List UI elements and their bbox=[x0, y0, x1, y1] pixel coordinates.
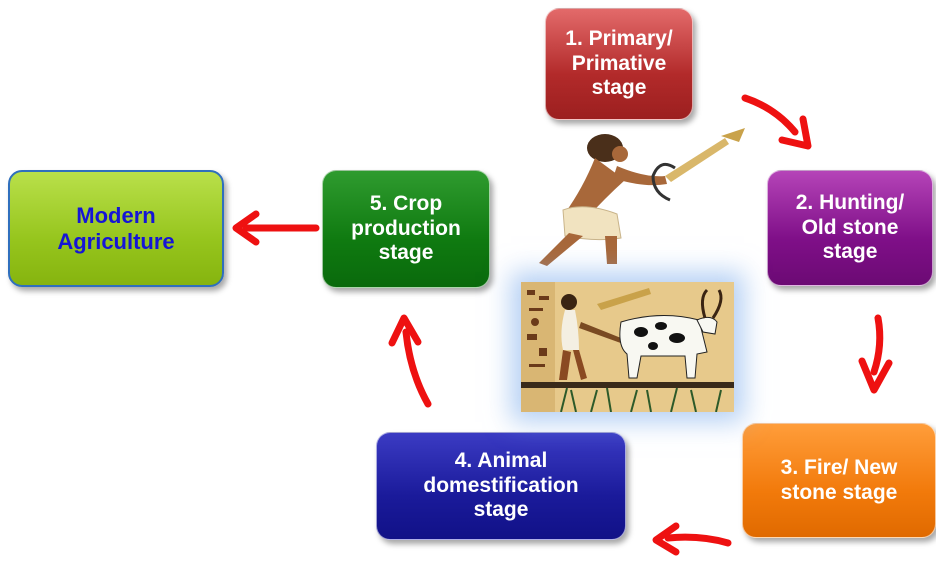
modern-agriculture-box: Modern Agriculture bbox=[8, 170, 224, 287]
modern-agriculture-label: Modern Agriculture bbox=[57, 202, 175, 254]
arrow-3-to-4-head bbox=[652, 522, 680, 556]
arrow-1-to-2-head bbox=[778, 115, 812, 150]
arrow-3-to-4 bbox=[664, 533, 732, 547]
arrow-4-to-5 bbox=[402, 328, 432, 408]
arrow-1-to-2 bbox=[741, 94, 799, 136]
stage-5-crop-production: 5. Crop production stage bbox=[322, 170, 490, 288]
stage-3-fire: 3. Fire/ New stone stage bbox=[742, 423, 936, 538]
arrow-2-to-3 bbox=[870, 314, 884, 376]
stage-2-label: 2. Hunting/ Old stone stage bbox=[795, 190, 905, 264]
harvester-figure bbox=[539, 128, 745, 266]
stage-1-primary: 1. Primary/ Primative stage bbox=[545, 8, 693, 120]
egyptian-ploughing-scene bbox=[521, 282, 734, 412]
stage-4-label: 4. Animal domestification stage bbox=[423, 448, 579, 522]
stage-2-hunting: 2. Hunting/ Old stone stage bbox=[767, 170, 933, 286]
arrow-2-to-3-head bbox=[858, 357, 893, 394]
stage-1-label: 1. Primary/ Primative stage bbox=[565, 26, 673, 100]
stage-5-label: 5. Crop production stage bbox=[351, 191, 461, 265]
arrow-5-to-modern-head bbox=[232, 210, 260, 246]
arrow-4-to-5-head bbox=[388, 314, 422, 347]
stage-3-label: 3. Fire/ New stone stage bbox=[780, 455, 898, 504]
stage-4-animal-domestification: 4. Animal domestification stage bbox=[376, 432, 626, 540]
